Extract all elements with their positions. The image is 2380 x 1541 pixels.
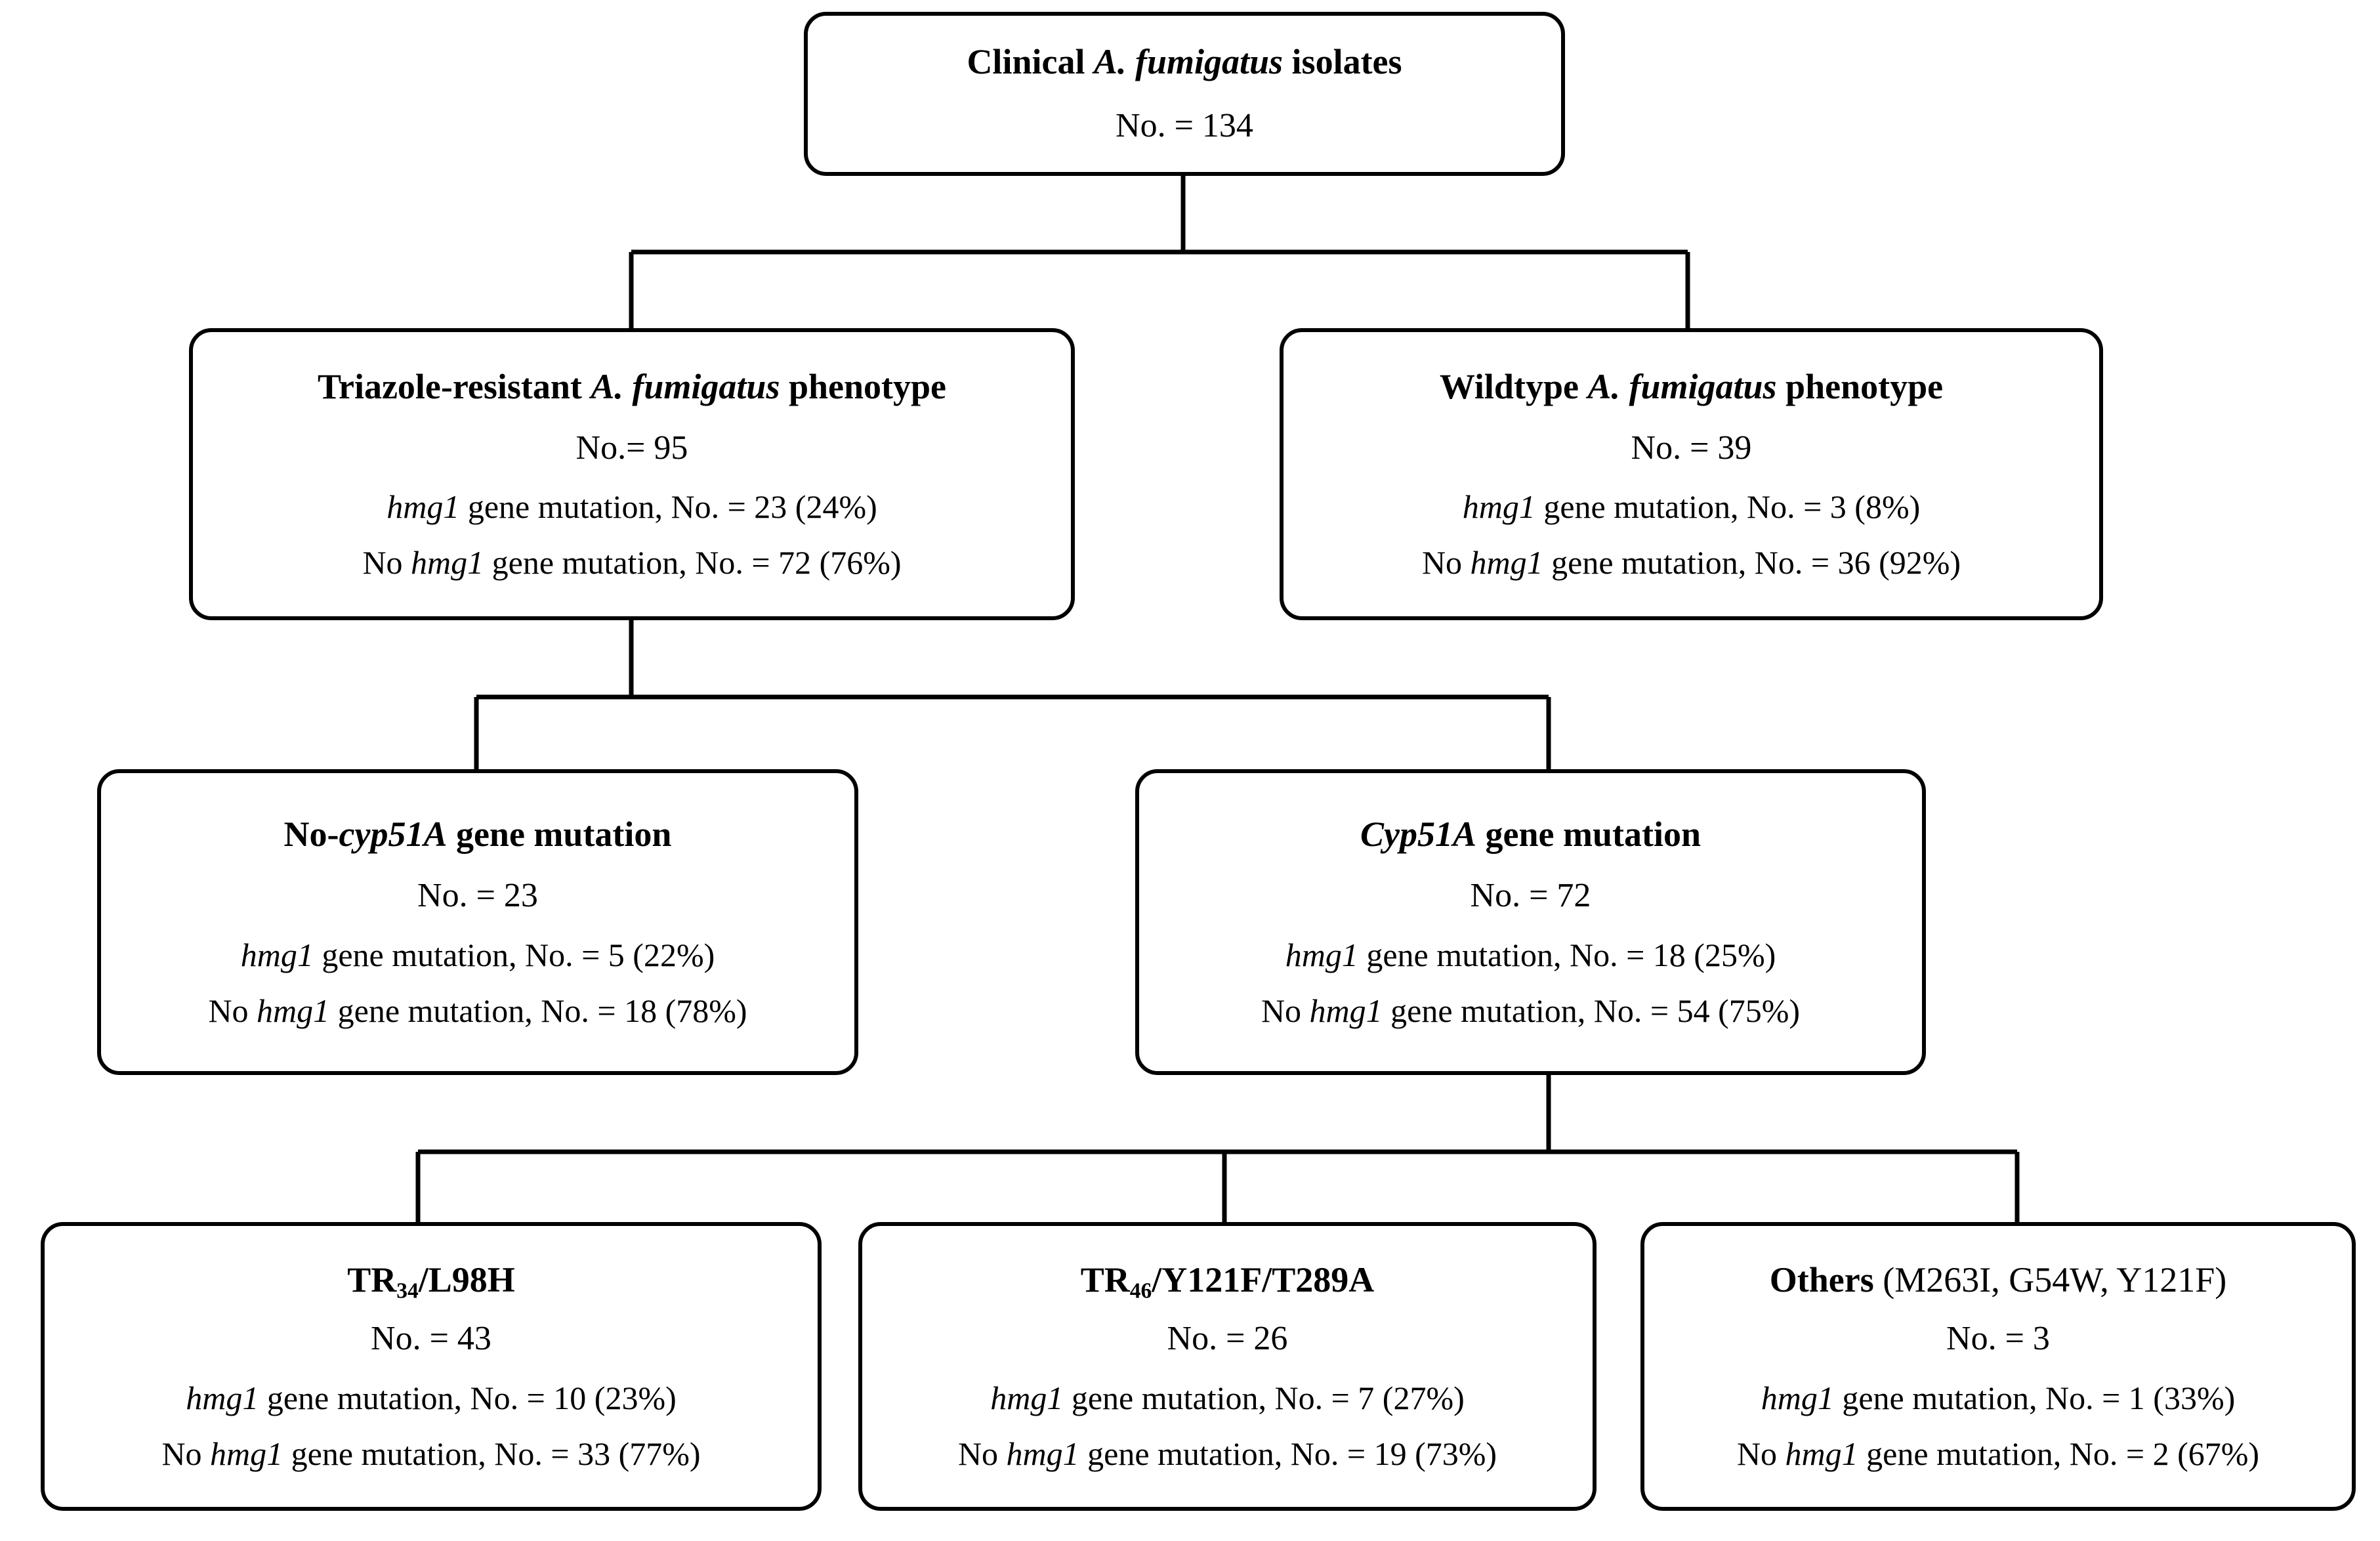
node-no-hmg1-mutation: No hmg1 gene mutation, No. = 36 (92%) <box>1421 544 1961 581</box>
node-no-hmg1-mutation: No hmg1 gene mutation, No. = 19 (73%) <box>957 1435 1497 1472</box>
node-hmg1-mutation: hmg1 gene mutation, No. = 18 (25%) <box>1285 936 1776 973</box>
node-count: No. = 3 <box>1946 1320 2050 1358</box>
node-triazole-resistant[interactable]: Triazole-resistant A. fumigatus phenotyp… <box>189 328 1075 620</box>
node-count: No. = 134 <box>1116 107 1253 145</box>
node-title: Clinical A. fumigatus isolates <box>967 42 1402 82</box>
node-hmg1-mutation: hmg1 gene mutation, No. = 10 (23%) <box>186 1379 677 1416</box>
node-hmg1-mutation: hmg1 gene mutation, No. = 3 (8%) <box>1462 488 1921 526</box>
node-clinical-isolates[interactable]: Clinical A. fumigatus isolates No. = 134 <box>804 12 1565 176</box>
node-title: Cyp51A gene mutation <box>1360 814 1701 855</box>
node-hmg1-mutation: hmg1 gene mutation, No. = 7 (27%) <box>990 1379 1465 1416</box>
node-no-hmg1-mutation: No hmg1 gene mutation, No. = 18 (78%) <box>208 992 747 1029</box>
node-title: TR34/L98H <box>347 1260 515 1303</box>
node-count: No. = 39 <box>1631 429 1752 467</box>
node-no-hmg1-mutation: No hmg1 gene mutation, No. = 2 (67%) <box>1736 1435 2260 1472</box>
node-tr34-l98h[interactable]: TR34/L98H No. = 43 hmg1 gene mutation, N… <box>41 1222 822 1511</box>
node-others-mutations[interactable]: Others (M263I, G54W, Y121F) No. = 3 hmg1… <box>1640 1222 2356 1511</box>
node-count: No. = 26 <box>1167 1320 1288 1358</box>
node-count: No. = 43 <box>371 1320 491 1358</box>
node-count: No.= 95 <box>575 429 688 467</box>
node-cyp51a-mutation[interactable]: Cyp51A gene mutation No. = 72 hmg1 gene … <box>1135 769 1926 1075</box>
node-count: No. = 72 <box>1470 877 1591 915</box>
node-title: No-cyp51A gene mutation <box>283 814 672 855</box>
node-no-cyp51a-mutation[interactable]: No-cyp51A gene mutation No. = 23 hmg1 ge… <box>97 769 858 1075</box>
node-no-hmg1-mutation: No hmg1 gene mutation, No. = 72 (76%) <box>362 544 902 581</box>
node-no-hmg1-mutation: No hmg1 gene mutation, No. = 54 (75%) <box>1261 992 1801 1029</box>
node-hmg1-mutation: hmg1 gene mutation, No. = 5 (22%) <box>240 936 715 973</box>
node-title: Others (M263I, G54W, Y121F) <box>1769 1260 2227 1300</box>
node-title: Triazole-resistant A. fumigatus phenotyp… <box>317 366 947 406</box>
node-hmg1-mutation: hmg1 gene mutation, No. = 1 (33%) <box>1761 1379 2236 1416</box>
node-count: No. = 23 <box>417 877 538 915</box>
subscript: 34 <box>396 1278 419 1303</box>
node-tr46-y121f-t289a[interactable]: TR46/Y121F/T289A No. = 26 hmg1 gene muta… <box>858 1222 1597 1511</box>
node-no-hmg1-mutation: No hmg1 gene mutation, No. = 33 (77%) <box>161 1435 701 1472</box>
node-title: TR46/Y121F/T289A <box>1080 1260 1375 1303</box>
node-hmg1-mutation: hmg1 gene mutation, No. = 23 (24%) <box>386 488 877 526</box>
node-wildtype[interactable]: Wildtype A. fumigatus phenotype No. = 39… <box>1280 328 2103 620</box>
subscript: 46 <box>1129 1278 1152 1303</box>
node-title: Wildtype A. fumigatus phenotype <box>1439 366 1944 406</box>
